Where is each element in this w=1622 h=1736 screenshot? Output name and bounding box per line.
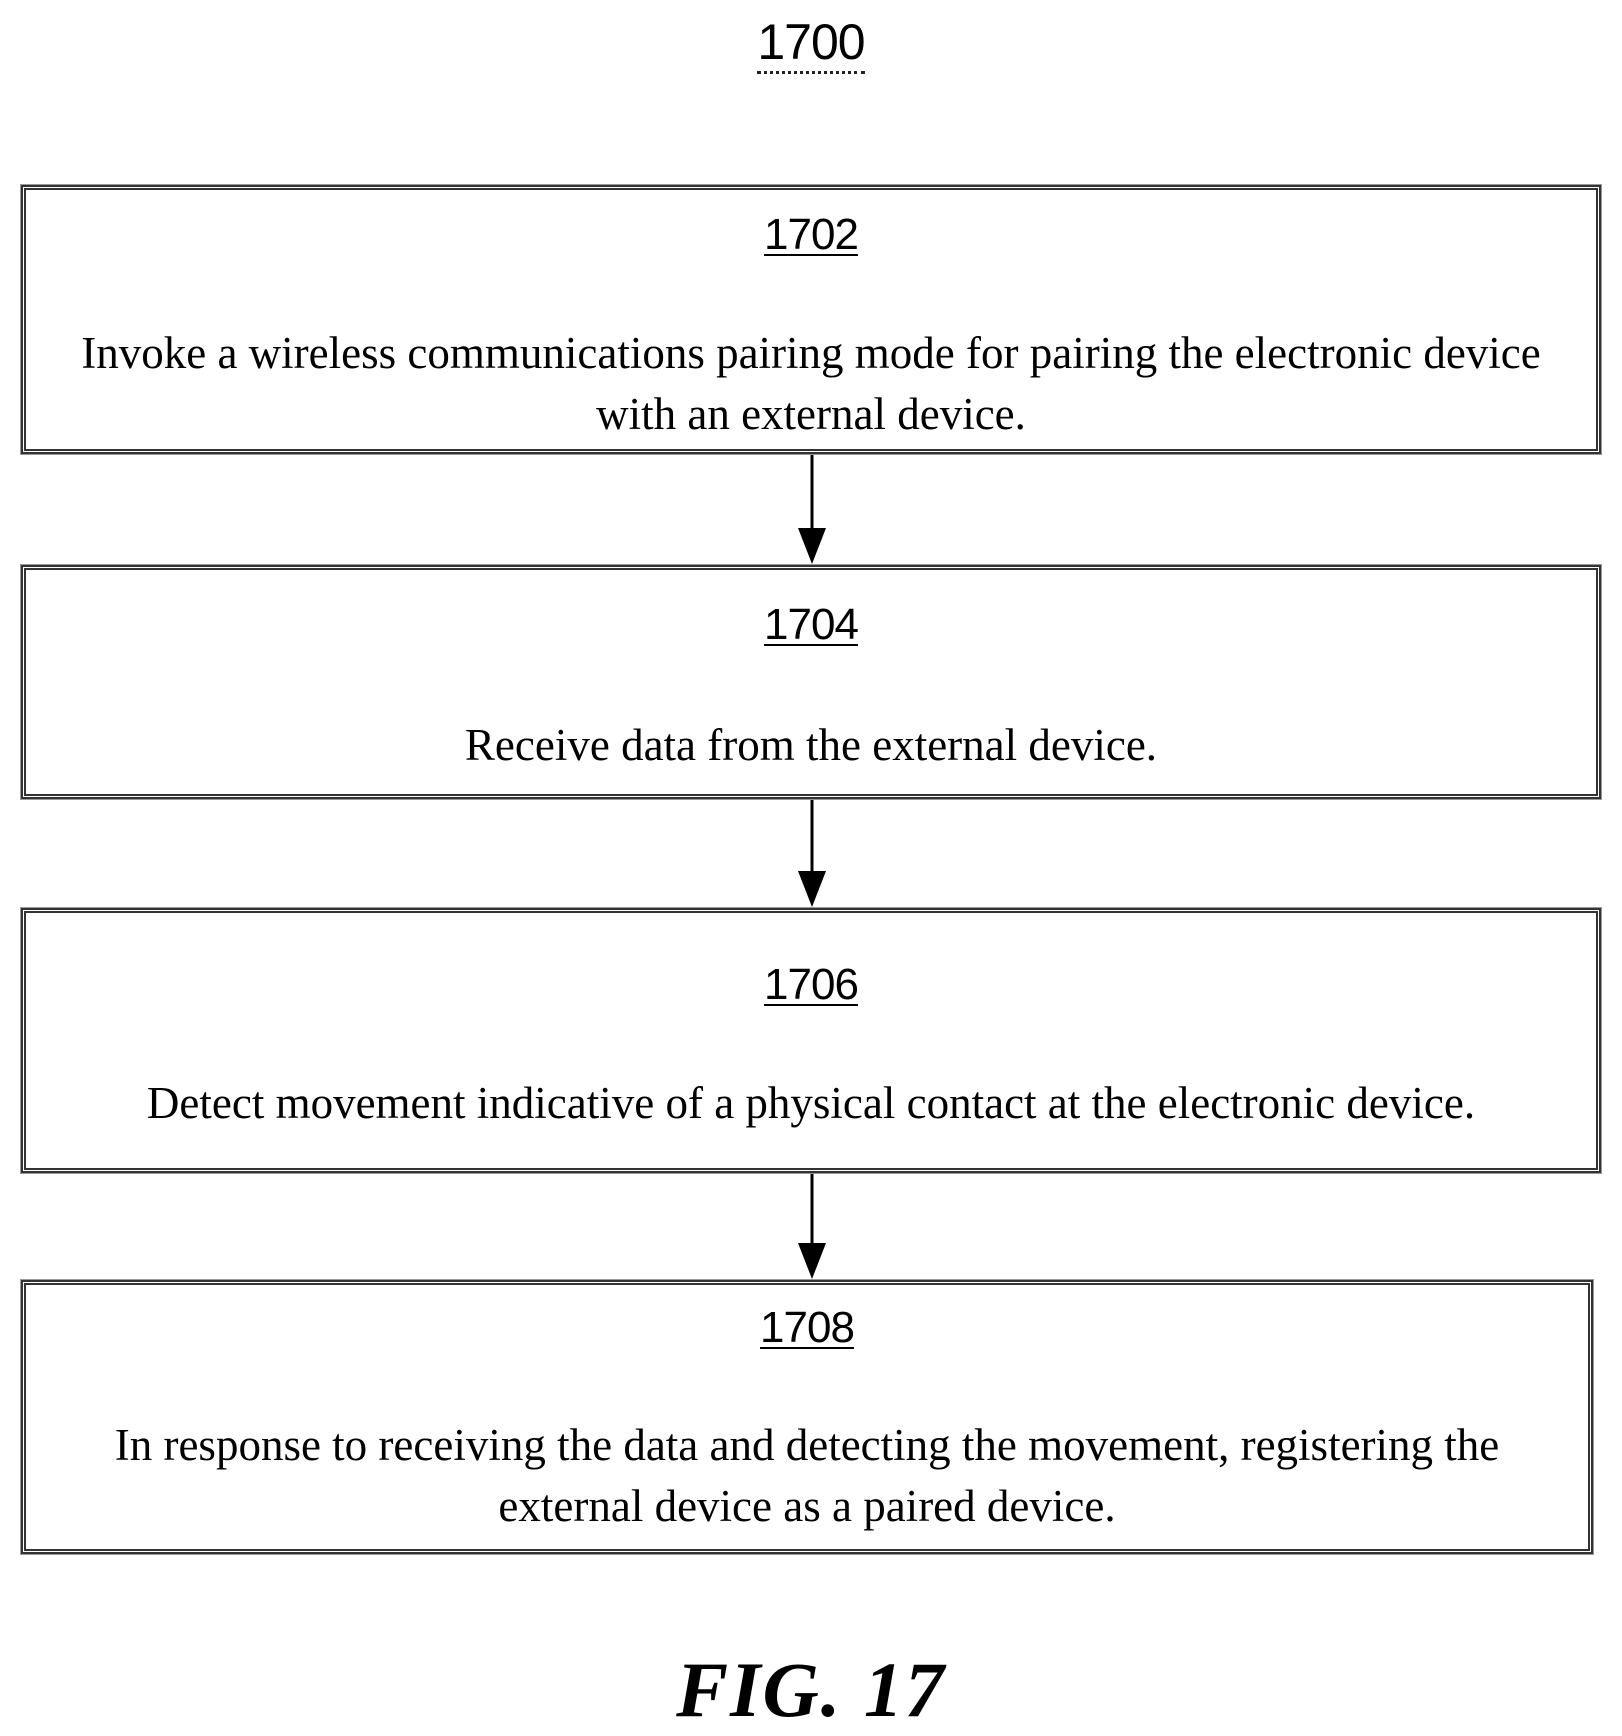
arrow-1706-to-1708 — [798, 1174, 826, 1279]
arrow-1702-to-1704 — [798, 455, 826, 564]
arrow-1704-to-1706 — [798, 800, 826, 907]
figure-caption: FIG. 17 — [0, 1645, 1622, 1735]
